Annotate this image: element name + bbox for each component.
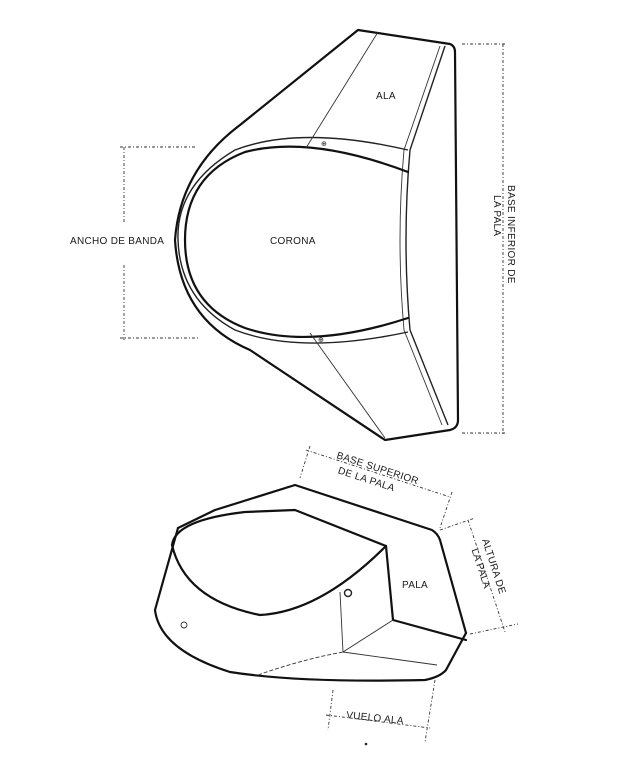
label-ancho-de-banda: ANCHO DE BANDA xyxy=(70,236,164,247)
dim-base-superior-line xyxy=(305,449,451,498)
dim-vuelo-ext-right xyxy=(424,679,436,743)
band-outer xyxy=(177,136,409,344)
ala-axis-bottom xyxy=(309,332,386,439)
center-mark-top: ⊕ xyxy=(321,141,327,148)
label-altura: ALTURA DE LA PALA xyxy=(469,538,508,596)
iso-body-outline xyxy=(153,526,468,682)
dim-vuelo-line xyxy=(325,714,431,729)
label-pala: PALA xyxy=(402,580,428,591)
ala-axis-top xyxy=(305,31,379,149)
dim-altura-line xyxy=(467,519,506,633)
center-mark-bottom: ⊕ xyxy=(318,337,324,344)
corona-ellipse xyxy=(183,145,410,339)
dim-vuelo-ext-left xyxy=(327,689,334,731)
label-vuelo-ala: VUELO ALA xyxy=(346,710,405,727)
svg-text:VUELO ALA: VUELO ALA xyxy=(346,710,405,727)
iso-crown-front xyxy=(170,543,388,617)
label-base-inferior: BASE INFERIOR DE LA PALA xyxy=(491,185,516,284)
label-ala: ALA xyxy=(376,91,396,102)
wing-edge-inner-2 xyxy=(399,45,443,426)
iso-ala-lower xyxy=(257,651,344,676)
iso-vertical-edge xyxy=(339,591,344,653)
svg-text:BASE INFERIOR DE: BASE INFERIOR DE xyxy=(505,185,516,284)
hole-icon-side xyxy=(180,621,188,629)
iso-ala-edge xyxy=(342,651,438,666)
dim-base-superior-ext-right xyxy=(439,491,453,529)
wing-edge-inner xyxy=(405,45,449,426)
dim-altura-ext-top xyxy=(439,517,476,531)
hole-icon-pala xyxy=(343,588,353,598)
dim-altura-ext-bottom xyxy=(469,623,519,635)
iso-view: PALA BASE SUPERIOR DE LA PALA ALTURA DE … xyxy=(153,445,519,746)
dim-base-superior-ext-left xyxy=(299,445,311,479)
label-corona: CORONA xyxy=(270,236,316,247)
label-base-superior: BASE SUPERIOR DE LA PALA xyxy=(335,450,420,494)
top-view-outline xyxy=(173,28,460,442)
top-view: ⊕ ⊕ ALA CORONA ANCHO DE BANDA BASE INFER… xyxy=(70,28,516,442)
stray-mark xyxy=(364,742,368,746)
iso-back-edge xyxy=(176,483,468,635)
svg-text:LA PALA: LA PALA xyxy=(491,195,502,236)
iso-pala-bottom xyxy=(342,619,394,653)
